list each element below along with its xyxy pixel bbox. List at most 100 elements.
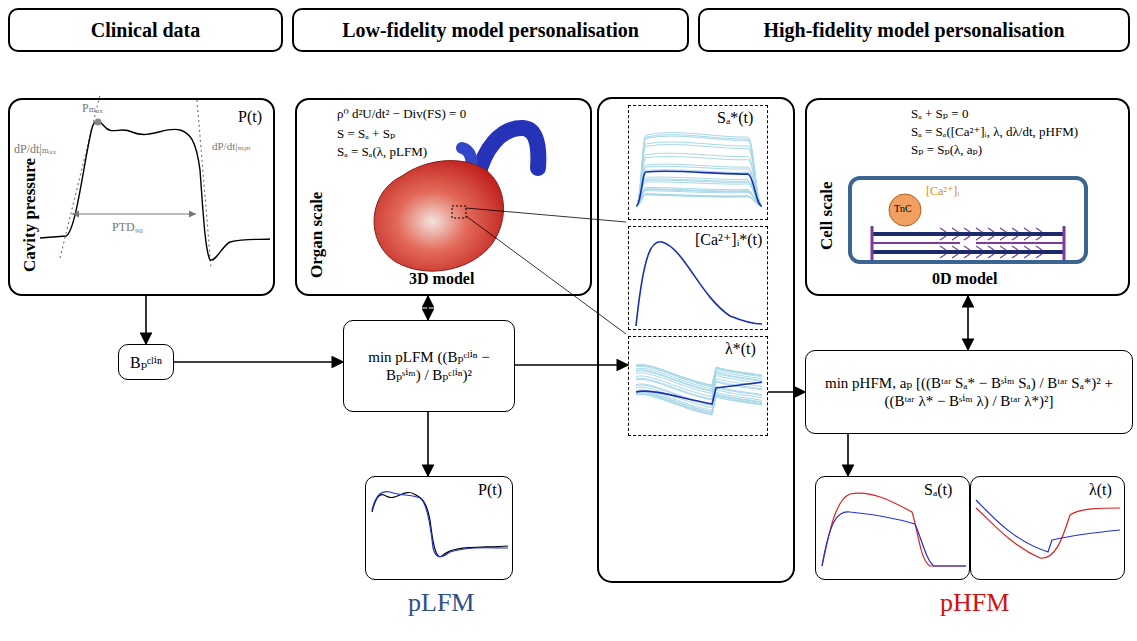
- filament: [1036, 228, 1042, 232]
- annotation: PTD₉₀: [112, 220, 143, 235]
- population-curve: [636, 142, 762, 206]
- filament: [1012, 236, 1018, 240]
- curves-panel: [598, 98, 794, 582]
- population-curve: [636, 390, 762, 411]
- filament: [988, 236, 994, 240]
- population-curve: [636, 153, 762, 206]
- leader-line: [466, 208, 626, 222]
- filament: [1000, 254, 1006, 258]
- filament: [976, 236, 982, 240]
- filament: [976, 246, 982, 250]
- filament: [1012, 246, 1018, 250]
- population-curve: [636, 170, 762, 206]
- flow-arrow: [145, 296, 147, 344]
- flow-arrow: [768, 391, 805, 393]
- population-curve: [636, 189, 762, 206]
- mean-curve: [636, 171, 762, 206]
- node-text: Sₐ(t): [924, 481, 952, 499]
- filament: [964, 254, 970, 258]
- population-curve: [636, 368, 762, 389]
- annotation: Pₘₐₓ: [82, 101, 103, 116]
- material-point: [452, 206, 466, 218]
- parameter-label: pHFM: [940, 588, 1009, 618]
- filament: [1036, 236, 1042, 240]
- population-curve: [636, 182, 762, 206]
- filament: [872, 250, 1064, 254]
- node-text: High-fidelity model personalisation: [763, 19, 1064, 42]
- filament: [1024, 236, 1030, 240]
- filament: [988, 228, 994, 232]
- flow-arrow: [427, 296, 429, 320]
- population-curve: [636, 156, 762, 206]
- population-curve: [636, 194, 762, 206]
- target-tension: [822, 512, 966, 566]
- filament: [952, 254, 958, 258]
- population-curve: [636, 136, 762, 206]
- node-text: Low-fidelity model personalisation: [342, 19, 639, 42]
- filament: [1024, 228, 1030, 232]
- flow-arrow: [967, 296, 969, 350]
- node-text: Cell scale: [817, 182, 837, 250]
- population-curve: [636, 180, 762, 206]
- node-text: 3D model: [409, 270, 474, 288]
- filament: [976, 242, 1064, 244]
- node-text: Sₐ + Sₚ = 0: [911, 106, 968, 122]
- curve-box: [Ca²⁺]ᵢ*(t): [628, 226, 768, 330]
- filament: [940, 246, 946, 250]
- filament: [1036, 254, 1042, 258]
- header-box: High-fidelity model personalisation: [698, 8, 1130, 52]
- node-text: Cavity pressure: [20, 158, 40, 272]
- node-text: P(t): [478, 481, 502, 499]
- node-text: S = Sₐ + Sₚ: [337, 126, 395, 142]
- data-panel: Cavity pressureP(t): [8, 98, 275, 296]
- header-box: Low-fidelity model personalisation: [292, 8, 689, 52]
- flow-arrow: [847, 434, 849, 476]
- filament: [1012, 254, 1018, 258]
- population-curve: [636, 376, 762, 397]
- tnc-circle: [889, 194, 921, 226]
- filament: [940, 254, 946, 258]
- model-panel: Cell scaleSₐ + Sₚ = 0Sₐ = Sₐ([Ca²⁺]ᵢ, λ,…: [805, 98, 1130, 296]
- curve-box: Sₐ*(t): [628, 105, 768, 220]
- ion-label: [Ca²⁺]ᵢ: [926, 184, 959, 199]
- population-curve: [636, 166, 762, 206]
- heart-mesh: [374, 161, 503, 272]
- filament: [952, 236, 958, 240]
- node-text: min pLFM ((Bₚᶜˡⁱⁿ − Bₚˢⁱᵐ) / Bₚᶜˡⁱⁿ)²: [350, 348, 508, 384]
- cost-box: min pLFM ((Bₚᶜˡⁱⁿ − Bₚˢⁱᵐ) / Bₚᶜˡⁱⁿ)²: [343, 320, 515, 412]
- filament: [1000, 246, 1006, 250]
- plot-box: Sₐ(t): [815, 476, 970, 580]
- cost-box: min pHFM, aₚ [((Bᵗᵃʳ Sₐ* − Bˢⁱᵐ Sₐ) / Bᵗ…: [805, 350, 1133, 434]
- flow-arrow: [427, 412, 429, 476]
- node-text: ρ⁰ d²U/dt² − Div(FS) = 0: [337, 106, 466, 122]
- filament: [952, 228, 958, 232]
- filament: [964, 236, 970, 240]
- target-stretch: [976, 500, 1120, 552]
- node-text: λ(t): [1089, 481, 1112, 499]
- population-curve: [636, 365, 762, 386]
- calcium-curve: [636, 242, 762, 326]
- node-text: λ*(t): [725, 340, 756, 358]
- filament: [952, 246, 958, 250]
- filament: [988, 246, 994, 250]
- population-curve: [636, 133, 762, 206]
- node-text: min pHFM, aₚ [((Bᵗᵃʳ Sₐ* − Bˢⁱᵐ Sₐ) / Bᵗ…: [812, 374, 1126, 410]
- clinical-pressure: [372, 492, 508, 556]
- flow-arrow: [515, 364, 628, 366]
- population-curve: [636, 373, 762, 394]
- biomarker-box: Bₚᶜˡⁱⁿ: [118, 344, 174, 380]
- population-curve: [636, 179, 762, 206]
- aorta: [478, 128, 538, 176]
- filament: [964, 246, 970, 250]
- node-text: Bₚᶜˡⁱⁿ: [130, 353, 162, 372]
- population-curve: [636, 164, 762, 206]
- plot-box: P(t): [365, 476, 513, 580]
- population-curve: [636, 177, 762, 206]
- filament: [976, 254, 982, 258]
- tangent-line: [197, 100, 211, 268]
- population-curve: [636, 187, 762, 206]
- filament: [1024, 246, 1030, 250]
- curve-box: λ*(t): [628, 336, 768, 436]
